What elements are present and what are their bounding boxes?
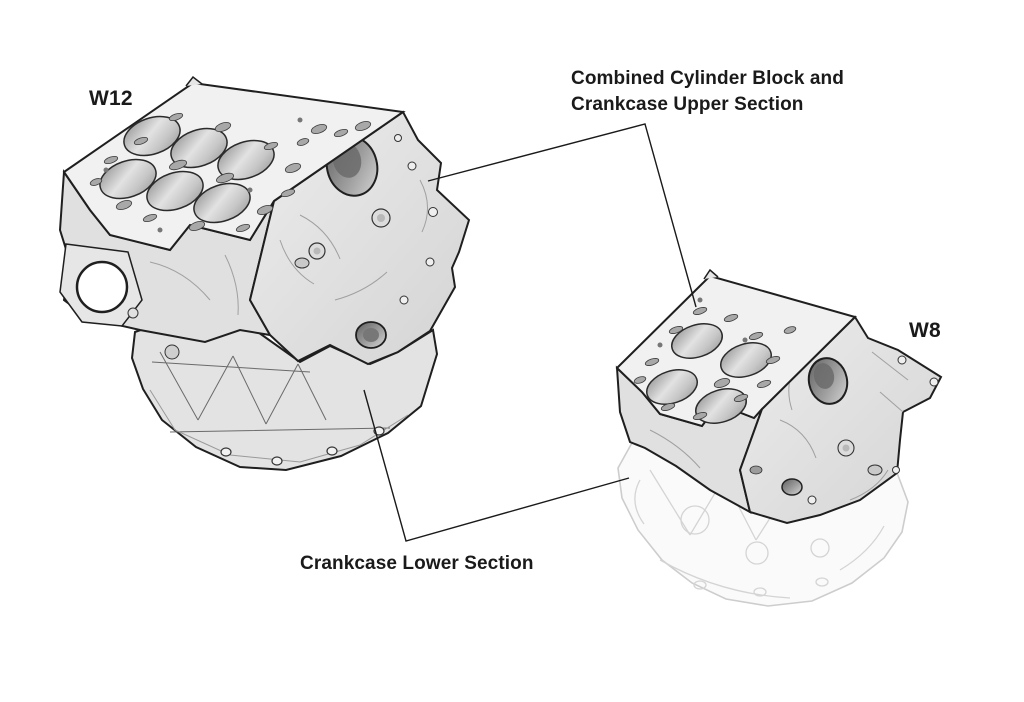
w8-cylinder-deck — [615, 268, 857, 428]
w8-label: W8 — [909, 319, 941, 342]
w12-label: W12 — [89, 87, 133, 110]
w8-deck-coolant-slots — [633, 307, 797, 420]
w12-front-face — [248, 110, 471, 366]
w8-engine-illustration — [615, 268, 943, 607]
w12-crank-seal-hole — [75, 260, 129, 314]
w12-crankcase-lower — [130, 314, 439, 472]
w12-deck-coolant-slots — [89, 112, 372, 233]
w8-front-face — [738, 315, 943, 525]
upper-section-caption: Combined Cylinder Block and Crankcase Up… — [571, 68, 844, 115]
upper-section-leader-line — [427, 123, 697, 308]
w12-crankcase-ribs — [151, 351, 391, 433]
lower-section-caption: Crankcase Lower Section — [300, 553, 534, 574]
leader-lines — [363, 123, 697, 542]
w8-front-bolt-holes — [807, 355, 939, 505]
w8-crank-bore-front — [781, 478, 803, 496]
w12-cylinder-deck — [62, 75, 406, 252]
w12-sump-bolt-holes — [220, 426, 385, 466]
w12-engine-illustration — [58, 75, 471, 472]
lower-section-leader-line — [363, 389, 630, 542]
w12-cylinder-bores — [99, 115, 275, 224]
w12-front-bolt-holes — [394, 134, 438, 305]
